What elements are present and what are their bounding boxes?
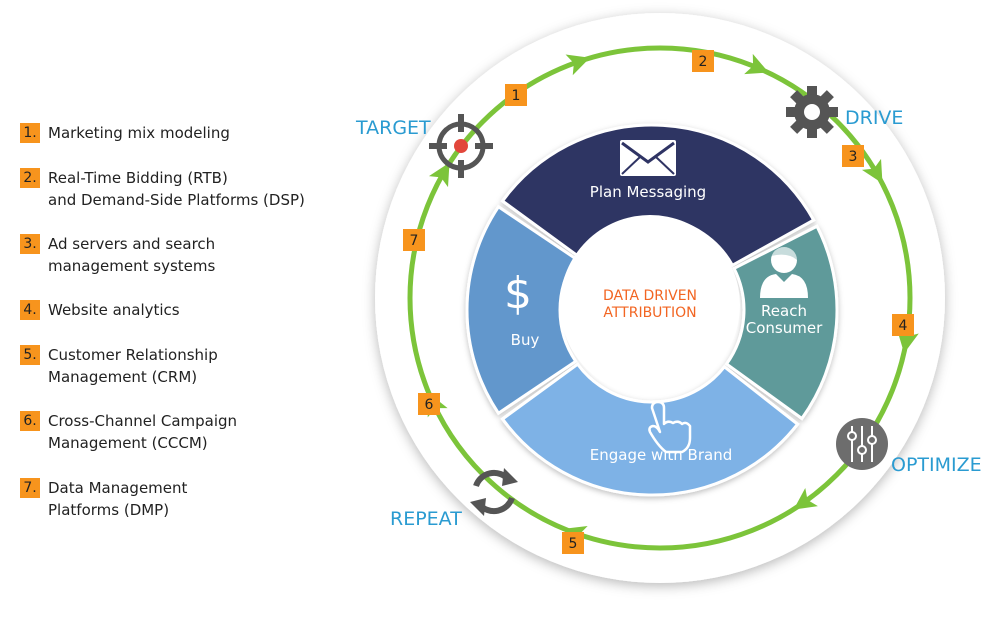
legend-text: Data Management Platforms (DMP) — [48, 479, 188, 519]
cycle-arrowhead — [744, 53, 769, 75]
legend-item: 6. Cross-Channel Campaign Management (CC… — [20, 411, 237, 454]
refresh-icon — [470, 468, 518, 516]
phase-optimize: OPTIMIZE — [891, 454, 982, 476]
svg-text:7: 7 — [410, 233, 419, 249]
sliders-icon — [836, 418, 888, 470]
legend-text: Customer Relationship Management (CRM) — [48, 346, 218, 386]
cycle-arrowhead — [565, 54, 590, 76]
reach-consumer-label-line1: Reach — [761, 302, 807, 320]
cycle-badge-4: 4 — [892, 314, 914, 336]
legend-text: Real-Time Bidding (RTB) and Demand-Side … — [48, 169, 305, 209]
legend-item: 3. Ad servers and search management syst… — [20, 234, 215, 277]
svg-text:2: 2 — [699, 54, 708, 70]
reach-consumer-label-line2: Consumer — [746, 319, 823, 337]
legend-number: 1. — [20, 123, 40, 143]
plan-messaging-label: Plan Messaging — [590, 183, 706, 201]
legend-item: 4. Website analytics — [20, 300, 180, 321]
segment-ring — [465, 123, 839, 497]
legend-item: 2. Real-Time Bidding (RTB) and Demand-Si… — [20, 168, 305, 211]
legend-item: 5. Customer Relationship Management (CRM… — [20, 345, 218, 388]
person-icon — [760, 247, 808, 298]
legend-text: Marketing mix modeling — [48, 124, 230, 142]
svg-text:5: 5 — [569, 536, 578, 552]
engage-brand-label: Engage with Brand — [590, 446, 733, 464]
cycle-arrowhead — [861, 158, 883, 184]
svg-text:6: 6 — [425, 397, 434, 413]
legend-number: 3. — [20, 234, 40, 254]
svg-text:4: 4 — [899, 318, 908, 334]
legend-text: Ad servers and search management systems — [48, 235, 216, 275]
segment-buy — [465, 204, 578, 416]
phase-repeat: REPEAT — [390, 508, 462, 530]
cycle-badge-6: 6 — [418, 393, 440, 415]
legend-text: Cross-Channel Campaign Management (CCCM) — [48, 412, 238, 452]
legend-text: Website analytics — [48, 301, 180, 319]
legend-item: 1. Marketing mix modeling — [20, 123, 230, 144]
legend-number: 7. — [20, 478, 40, 498]
legend-number: 4. — [20, 300, 40, 320]
cycle-badge-1: 1 — [505, 84, 527, 106]
legend-number: 5. — [20, 345, 40, 365]
cycle-badge-7: 7 — [403, 229, 425, 251]
buy-label: Buy — [511, 331, 540, 349]
center-label-line1: DATA DRIVEN — [603, 288, 697, 304]
pointer-hand-icon — [648, 400, 692, 454]
cycle-badge-5: 5 — [562, 532, 584, 554]
cycle-arrowhead — [428, 162, 450, 188]
svg-text:3: 3 — [849, 149, 858, 165]
gear-icon — [786, 86, 838, 138]
crosshair-icon — [429, 114, 493, 178]
legend-number: 2. — [20, 168, 40, 188]
legend-number: 6. — [20, 411, 40, 431]
center-label-line2: ATTRIBUTION — [603, 305, 696, 321]
dollar-icon: $ — [504, 268, 532, 319]
cycle-badge-3: 3 — [842, 145, 864, 167]
cycle-arrowhead — [793, 488, 818, 510]
envelope-icon — [620, 140, 676, 176]
legend-item: 7. Data Management Platforms (DMP) — [20, 478, 187, 521]
svg-text:1: 1 — [512, 88, 521, 104]
cycle-track — [407, 45, 913, 551]
phase-target: TARGET — [355, 117, 431, 139]
cycle-badge-2: 2 — [692, 50, 714, 72]
segment-reach-consumer — [724, 224, 839, 421]
center-circle — [560, 215, 740, 395]
phase-drive: DRIVE — [845, 107, 903, 129]
